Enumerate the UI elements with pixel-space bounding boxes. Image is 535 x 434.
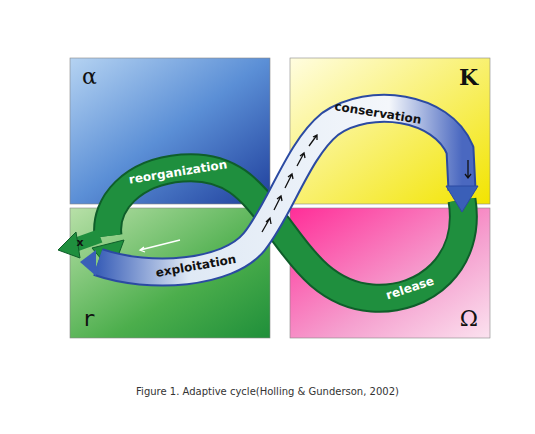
quadrant-box: Ω <box>290 208 490 338</box>
figure-caption: Figure 1. Adaptive cycle(Holling & Gunde… <box>0 386 535 397</box>
phase-label: release <box>385 275 436 302</box>
phase-symbol: α <box>82 66 97 88</box>
phase-label: conservation <box>334 100 422 126</box>
phase-label: exploitation <box>155 253 237 279</box>
phase-label: x <box>76 237 83 248</box>
conservation-arrowhead <box>446 186 478 212</box>
phase-label: reorganization <box>128 158 228 185</box>
direction-arrows <box>140 135 471 252</box>
phase-symbol: K <box>459 66 478 88</box>
phase-symbol: r <box>82 308 95 330</box>
band-tail <box>80 250 96 276</box>
quadrant-box: α <box>70 58 270 204</box>
quadrant-box: K <box>290 58 490 204</box>
phase-symbol: Ω <box>460 308 478 330</box>
exploitation-conservation-band <box>98 108 462 272</box>
band-edge <box>98 108 462 272</box>
